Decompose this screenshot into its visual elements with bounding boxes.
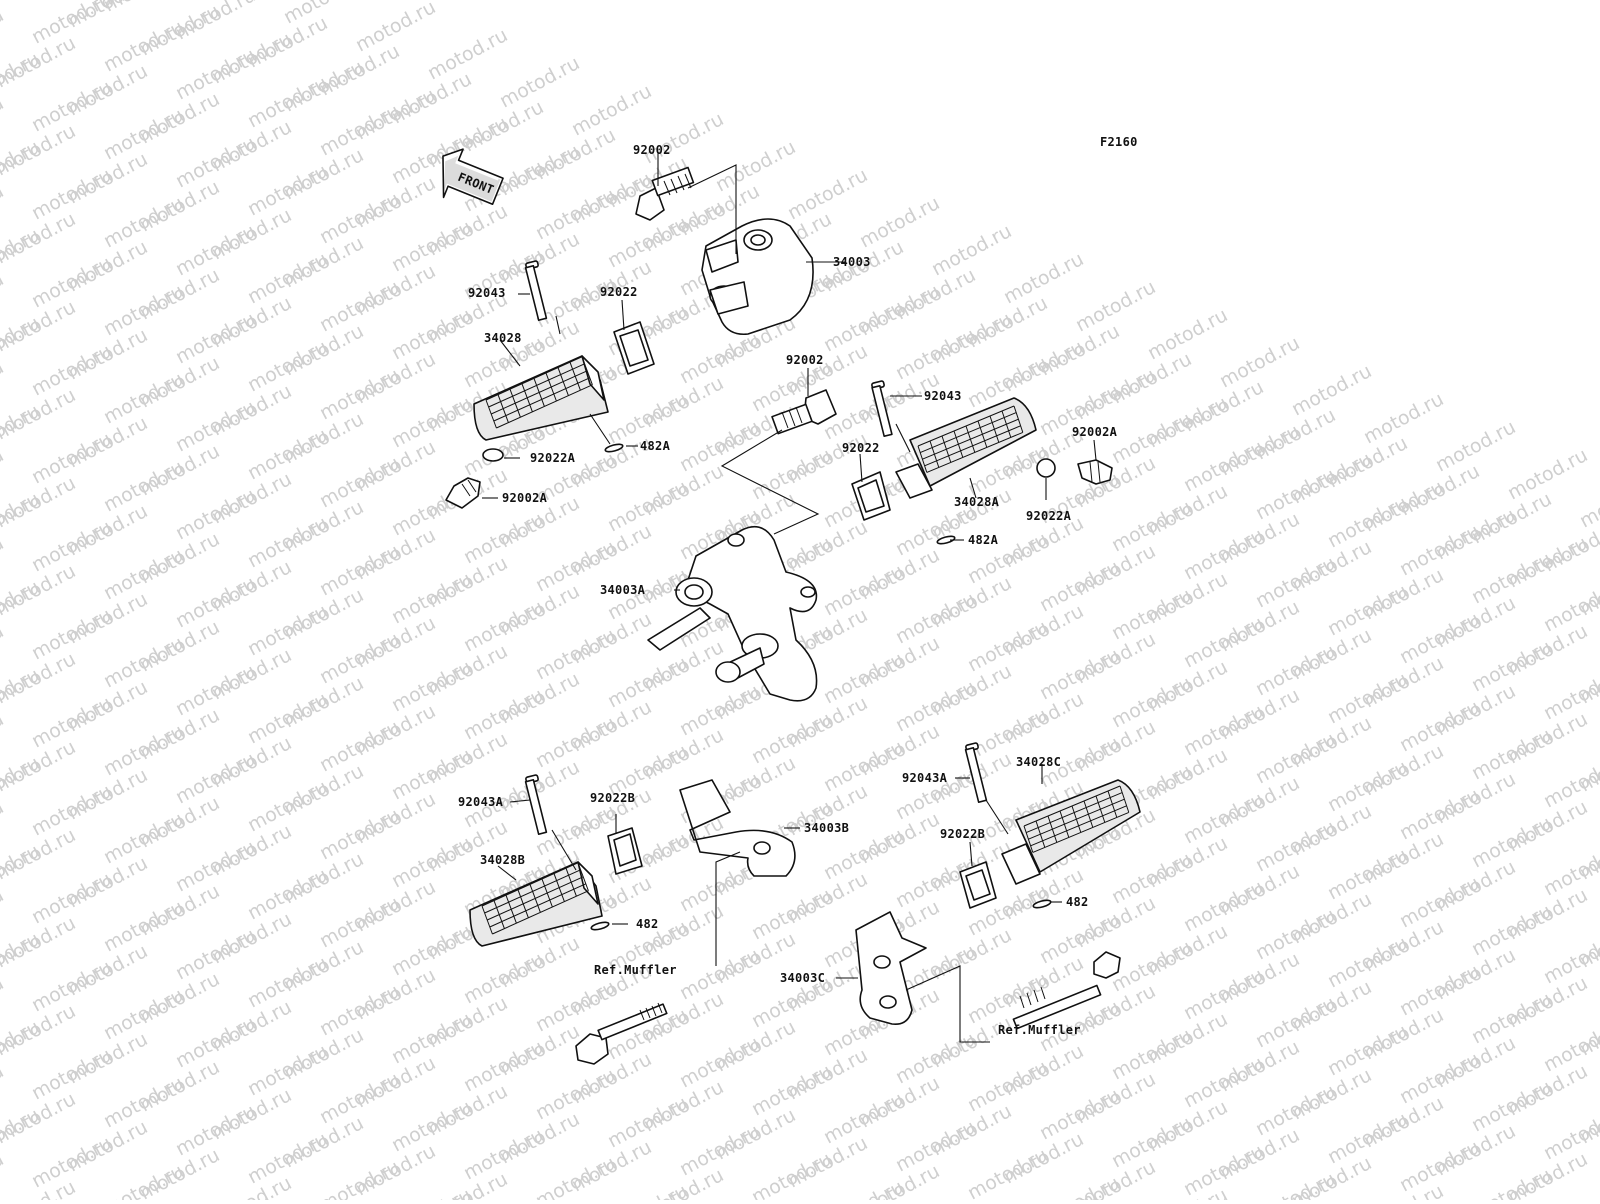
watermark-text: motod.ru <box>0 444 7 504</box>
label-bracket-rear-right: 34003C <box>780 971 825 985</box>
watermark-text: motod.ru <box>0 136 43 196</box>
watermark-text: motod.ru <box>1036 1172 1123 1200</box>
label-footpeg-front-right: 34028A <box>954 495 1000 509</box>
label-bracket-front-main: 34003A <box>600 583 646 597</box>
watermark-text: motod.ru <box>604 1180 691 1200</box>
watermark-text: motod.ru <box>1576 472 1600 532</box>
label-washer-front-right: 92022A <box>1026 509 1072 523</box>
label-bracket-front: 34003 <box>833 255 871 269</box>
label-pinclip-front-right: 482A <box>968 533 999 547</box>
watermark-text: motod.ru <box>0 224 43 284</box>
label-footpeg-rear-left: 34028B <box>480 853 525 867</box>
label-pin-rear-right: 92043A <box>902 771 948 785</box>
watermark-text: motod.ru <box>0 356 7 416</box>
label-ref-muffler-right: Ref.Muffler <box>998 1023 1081 1037</box>
label-washer-front-left: 92022A <box>530 451 576 465</box>
watermark-text: motod.ru <box>100 1160 187 1200</box>
watermark-text: motod.ru <box>820 1176 907 1200</box>
label-pinclip-front-left: 482A <box>640 439 671 453</box>
watermark-text: motod.ru <box>0 1060 7 1120</box>
watermark-text: motod.ru <box>0 312 43 372</box>
watermark-text: motod.ru <box>532 1152 619 1200</box>
diagram-code: F2160 <box>1100 135 1138 149</box>
label-bracket-rear-left: 34003B <box>804 821 849 835</box>
label-pinclip-rear-right: 482 <box>1066 895 1089 909</box>
label-bolt-small-left: 92002A <box>502 491 548 505</box>
watermark-text: motod.ru <box>0 268 7 328</box>
label-footpeg-rear-right: 34028C <box>1016 755 1061 769</box>
watermark-text: motod.ru <box>0 92 7 152</box>
watermark-text: motod.ru <box>316 1156 403 1200</box>
watermark-text: motod.ru <box>0 1016 43 1076</box>
watermark-text: motod.ru <box>0 400 43 460</box>
watermark-text: motod.ru <box>0 0 79 4</box>
watermark-text: motod.ru <box>0 884 7 944</box>
watermark-text: motod.ru <box>0 4 7 64</box>
washer-front-right-icon <box>1037 459 1055 477</box>
watermark-text: motod.ru <box>388 1184 475 1200</box>
label-pin-front-left: 92043 <box>468 286 506 300</box>
label-bolt-top: 92002 <box>633 143 671 157</box>
label-plate-rear-right: 92022B <box>940 827 985 841</box>
label-plate-front-left: 92022 <box>600 285 638 299</box>
watermark-text: motod.ru <box>0 1104 43 1164</box>
label-pin-front-right: 92043 <box>924 389 962 403</box>
watermark-text: motod.ru <box>0 48 43 108</box>
watermark-text: motod.ru <box>0 928 43 988</box>
watermark-text: motod.ru <box>0 664 43 724</box>
watermark-text: motod.ru <box>0 576 43 636</box>
watermark-text: motod.ru <box>0 1148 7 1200</box>
label-plate-rear-left: 92022B <box>590 791 635 805</box>
watermark-text: motod.ru <box>0 620 7 680</box>
watermark-text: motod.ru <box>0 796 7 856</box>
watermark-text: motod.ru <box>0 708 7 768</box>
washer-front-left-icon <box>483 449 503 461</box>
label-pinclip-rear-left: 482 <box>636 917 659 931</box>
watermark-text: motod.ru <box>748 1148 835 1200</box>
label-pin-rear-left: 92043A <box>458 795 504 809</box>
watermark-text: motod.ru <box>0 752 43 812</box>
label-bolt-mid: 92002 <box>786 353 824 367</box>
bolt-small-right-icon <box>1078 460 1112 484</box>
watermark-text: motod.ru <box>0 0 43 20</box>
label-bolt-small-right: 92002A <box>1072 425 1118 439</box>
watermark-text: motod.ru <box>0 840 43 900</box>
bracket-front-icon <box>702 219 813 334</box>
watermark-text: motod.ru <box>1468 1164 1555 1200</box>
label-plate-front-right: 92022 <box>842 441 880 455</box>
watermark-text: motod.ru <box>0 532 7 592</box>
watermark-text: motod.ru <box>0 972 7 1032</box>
watermark-text: motod.ru <box>0 488 43 548</box>
label-footpeg-front-left: 34028 <box>484 331 522 345</box>
watermark-text: motod.ru <box>1576 1176 1600 1200</box>
watermark-text: motod.ru <box>0 180 7 240</box>
label-ref-muffler-left: Ref.Muffler <box>594 963 677 977</box>
